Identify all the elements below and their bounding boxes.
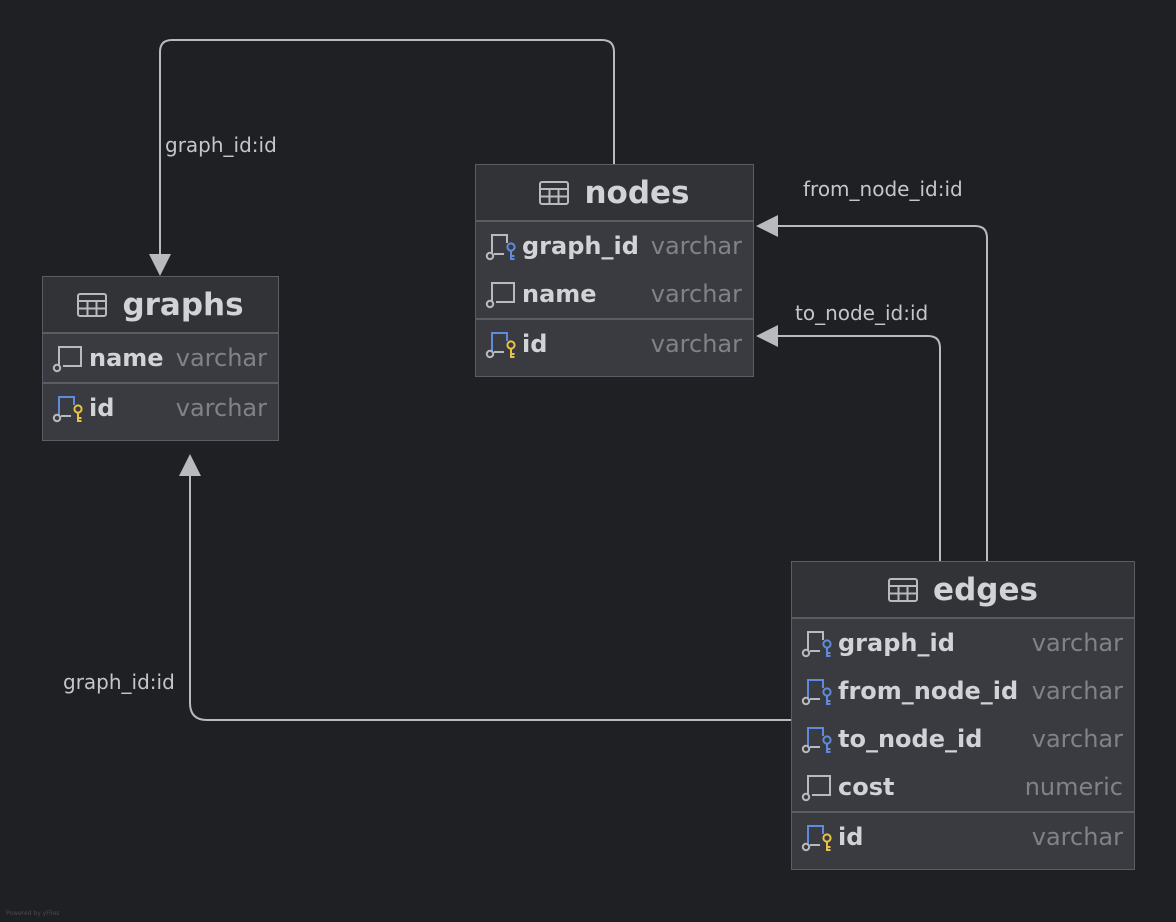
column-name: id xyxy=(522,330,548,358)
table-icon xyxy=(539,180,570,205)
column-icon xyxy=(52,346,82,373)
column-type: varchar xyxy=(650,232,742,260)
table-nodes[interactable]: nodes graph_id varchar name varchar id v… xyxy=(475,164,754,377)
table-icon xyxy=(888,577,919,602)
connector-nodes-graphs[interactable] xyxy=(159,39,615,258)
column-name: from_node_id xyxy=(838,677,1019,705)
column-type: varchar xyxy=(1031,629,1123,657)
column-name: to_node_id xyxy=(838,725,983,753)
table-title: edges xyxy=(933,571,1038,608)
table-icon xyxy=(77,292,108,317)
primary-key-icon xyxy=(485,332,516,359)
column-name: id xyxy=(89,394,115,422)
column-row-cost[interactable]: cost numeric xyxy=(792,763,1134,811)
column-type: varchar xyxy=(1031,823,1123,851)
primary-key-icon xyxy=(52,396,83,423)
column-icon xyxy=(485,282,515,309)
column-row-name[interactable]: name varchar xyxy=(476,270,753,318)
relation-label-nodes-graph-id: graph_id:id xyxy=(165,133,277,157)
column-type: varchar xyxy=(175,344,267,372)
table-title: nodes xyxy=(584,174,690,211)
column-name: graph_id xyxy=(838,629,955,657)
column-name: id xyxy=(838,823,864,851)
column-row-to-node-id[interactable]: to_node_id varchar xyxy=(792,715,1134,763)
column-row-id[interactable]: id varchar xyxy=(476,318,753,368)
connector-edges-to-node[interactable] xyxy=(776,335,941,561)
column-type: varchar xyxy=(175,394,267,422)
relation-label-from-node-id: from_node_id:id xyxy=(803,177,963,201)
primary-key-icon xyxy=(801,825,832,852)
connector-edges-graphs[interactable] xyxy=(189,472,791,721)
column-icon xyxy=(801,775,831,802)
arrowhead-graphs-bottom xyxy=(179,454,201,476)
table-graphs[interactable]: graphs name varchar id varchar xyxy=(42,276,279,441)
foreign-key-icon xyxy=(801,631,832,658)
relation-label-to-node-id: to_node_id:id xyxy=(795,301,928,325)
column-type: varchar xyxy=(1031,725,1123,753)
column-type: varchar xyxy=(650,280,742,308)
connector-edges-from-node[interactable] xyxy=(776,225,988,561)
table-edges-header[interactable]: edges xyxy=(792,562,1134,619)
table-nodes-header[interactable]: nodes xyxy=(476,165,753,222)
column-row-id[interactable]: id varchar xyxy=(43,382,278,432)
column-row-from-node-id[interactable]: from_node_id varchar xyxy=(792,667,1134,715)
column-type: varchar xyxy=(1031,677,1123,705)
table-title: graphs xyxy=(122,286,244,323)
column-name: cost xyxy=(838,773,895,801)
column-row-graph-id[interactable]: graph_id varchar xyxy=(476,222,753,270)
foreign-key-icon xyxy=(801,727,832,754)
table-edges[interactable]: edges graph_id varchar from_node_id varc… xyxy=(791,561,1135,870)
column-name: graph_id xyxy=(522,232,639,260)
foreign-key-icon xyxy=(801,679,832,706)
relation-label-edges-graph-id: graph_id:id xyxy=(63,670,175,694)
column-row-id[interactable]: id varchar xyxy=(792,811,1134,861)
column-name: name xyxy=(89,344,164,372)
column-type: numeric xyxy=(1024,773,1123,801)
table-graphs-header[interactable]: graphs xyxy=(43,277,278,334)
arrowhead-graphs-top xyxy=(149,254,171,276)
column-type: varchar xyxy=(650,330,742,358)
arrowhead-nodes-to xyxy=(756,325,778,347)
foreign-key-icon xyxy=(485,234,516,261)
column-row-graph-id[interactable]: graph_id varchar xyxy=(792,619,1134,667)
column-row-name[interactable]: name varchar xyxy=(43,334,278,382)
watermark: Powered by yFiles xyxy=(6,910,60,917)
arrowhead-nodes-from xyxy=(756,215,778,237)
column-name: name xyxy=(522,280,597,308)
